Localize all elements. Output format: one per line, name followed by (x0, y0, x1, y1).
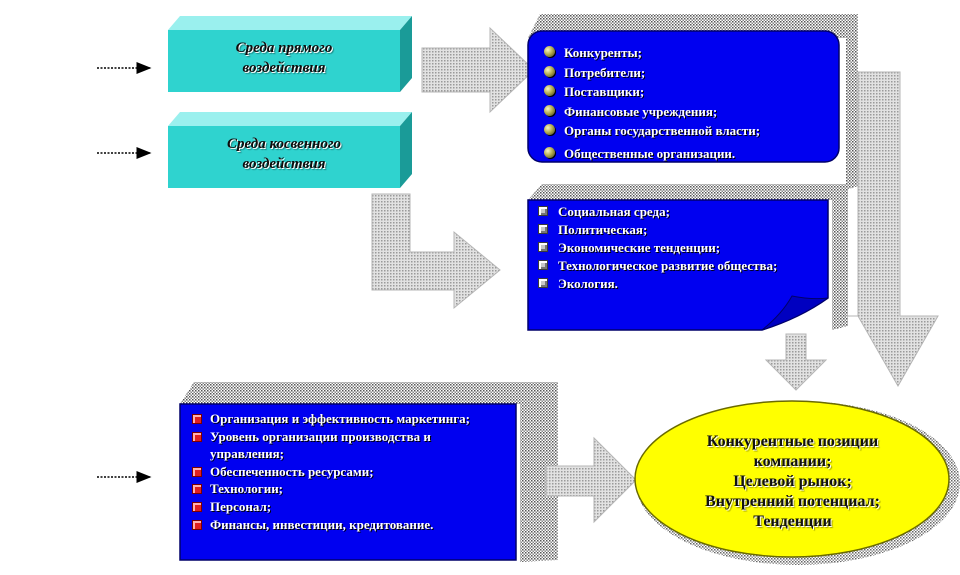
bullet-sphere-icon (544, 65, 555, 77)
direct-environment-label: Среда прямого воздействия (168, 38, 400, 78)
direct-factors-panel (527, 14, 858, 190)
bullet-red-square-icon (192, 519, 202, 530)
indirect-environment-box (168, 112, 412, 188)
bullet-red-square-icon (192, 466, 202, 477)
arrow-indirect-to-factors (371, 193, 501, 310)
result-line5: Тенденции (753, 513, 832, 530)
list-item: Уровень организации производства и управ… (184, 428, 502, 463)
list-item: Обеспеченность ресурсами; (184, 463, 502, 481)
direct-environment-box (168, 16, 412, 92)
direct-environment-line2: воздействия (242, 60, 326, 76)
list-item: Персонал; (184, 498, 502, 516)
indirect-factors-panel (527, 184, 848, 331)
bullet-red-square-icon (192, 484, 202, 495)
bullet-sphere-icon (544, 85, 555, 96)
list-item: Поставщики; (538, 82, 833, 102)
direct-factors-list: Конкуренты; Потребители; Поставщики; Фин… (538, 43, 833, 163)
bullet-red-square-icon (192, 501, 202, 512)
list-item: Экология. (532, 275, 782, 293)
arrow-indirect-factors-down (764, 333, 828, 391)
bullet-sphere-icon (544, 104, 555, 116)
internal-factors-list: Организация и эффективность маркетинга; … (184, 410, 502, 533)
list-item: Общественные организации. (538, 144, 833, 164)
list-item: Конкуренты; (538, 43, 833, 63)
indirect-environment-label: Среда косвенного воздействия (168, 134, 400, 174)
bullet-sphere-icon (544, 146, 555, 158)
list-item: Социальная среда; (532, 203, 782, 221)
list-item: Политическая; (532, 221, 782, 239)
result-line4: Внутренний потенциал; (705, 493, 880, 510)
result-ellipse (634, 400, 960, 565)
arrow-direct-to-factors (421, 26, 535, 114)
bullet-sphere-icon (544, 46, 555, 57)
bullet-red-square-icon (192, 414, 202, 424)
bullet-square-icon (538, 278, 548, 288)
internal-factors-panel (179, 382, 558, 562)
direct-environment-line1: Среда прямого (235, 40, 333, 56)
indirect-environment-line1: Среда косвенного (226, 136, 342, 152)
arrow-internal-to-result (545, 436, 637, 524)
list-item: Финансовые учреждения; (538, 102, 833, 122)
bullet-red-square-icon (192, 431, 202, 442)
bullet-square-icon (538, 260, 548, 270)
bullet-square-icon (538, 224, 548, 234)
result-line1: Конкурентные позиции (706, 433, 879, 450)
list-item: Органы государственной власти; (538, 121, 833, 141)
indirect-environment-line2: воздействия (242, 156, 326, 172)
list-item: Технологии; (184, 480, 502, 498)
bullet-sphere-icon (544, 124, 555, 135)
result-line2: компании; (753, 453, 832, 470)
list-item: Потребители; (538, 63, 833, 83)
list-item: Организация и эффективность маркетинга; (184, 410, 502, 428)
result-line3: Целевой рынок; (733, 473, 852, 490)
result-text: Конкурентные позиции компании; Целевой р… (650, 432, 935, 532)
arrow-direct-factors-down (844, 71, 939, 388)
list-item: Финансы, инвестиции, кредитование. (184, 516, 502, 534)
indirect-factors-list: Социальная среда; Политическая; Экономич… (532, 203, 782, 293)
bullet-square-icon (538, 242, 548, 252)
list-item: Экономические тенденции; (532, 239, 782, 257)
list-item: Технологическое развитие общества; (532, 257, 782, 275)
bullet-square-icon (538, 206, 548, 216)
